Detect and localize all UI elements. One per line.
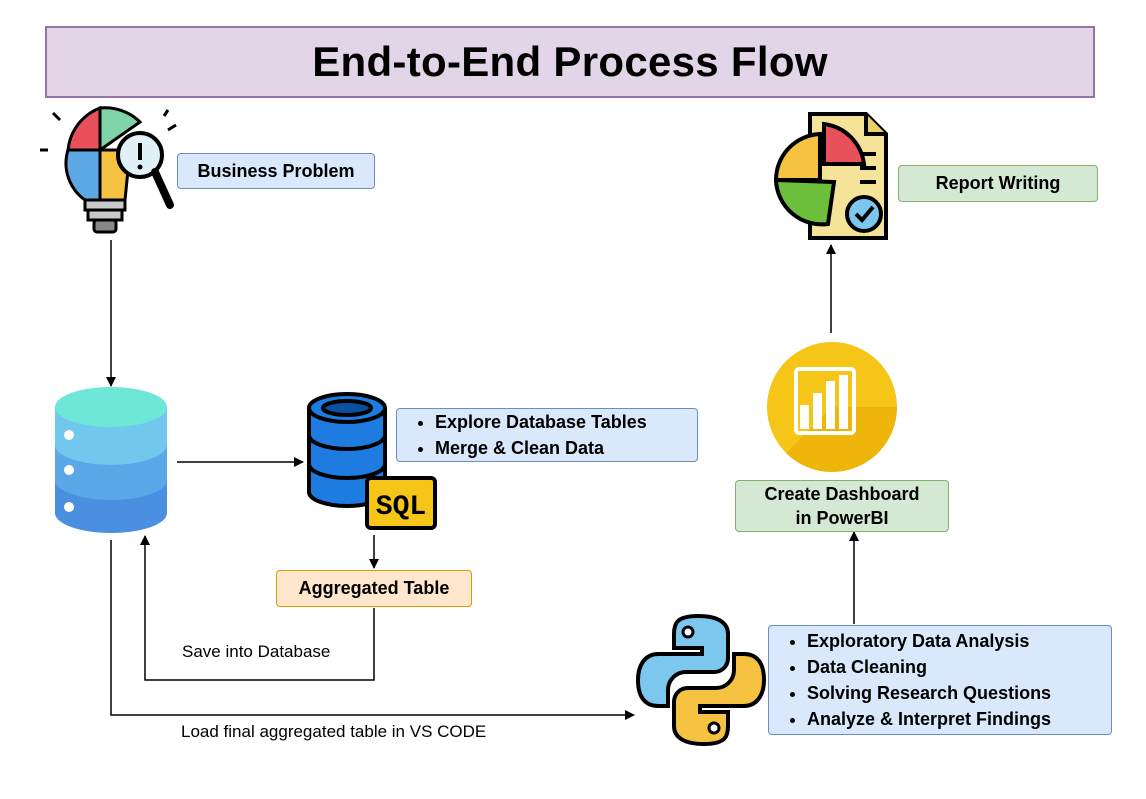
edge-agg-to-db [140, 535, 375, 681]
aggregated-table-label: Aggregated Table [298, 578, 450, 598]
powerbi-icon [767, 342, 897, 473]
python-steps-box: Exploratory Data Analysis Data Cleaning … [768, 625, 1112, 735]
business-problem-label: Business Problem [197, 160, 355, 181]
explore-step: Explore Database Tables [435, 409, 697, 435]
page-title: End-to-End Process Flow [45, 26, 1095, 98]
edge-db-to-python [110, 540, 635, 720]
explore-steps-box: Explore Database Tables Merge & Clean Da… [396, 408, 698, 462]
dashboard-box: Create Dashboard in PowerBI [735, 480, 949, 532]
title-text: End-to-End Process Flow [312, 38, 828, 85]
aggregated-table-box: Aggregated Table [276, 570, 472, 607]
load-vscode-edge-label: Load final aggregated table in VS CODE [181, 722, 487, 741]
business-problem-box: Business Problem [177, 153, 375, 189]
report-icon [773, 112, 888, 240]
lightbulb-puzzle-icon [40, 105, 177, 234]
python-step: Analyze & Interpret Findings [807, 706, 1111, 732]
report-writing-label: Report Writing [935, 173, 1061, 193]
save-db-edge-label: Save into Database [182, 642, 331, 661]
python-step: Exploratory Data Analysis [807, 628, 1111, 654]
python-icon [636, 613, 766, 747]
python-step: Data Cleaning [807, 654, 1111, 680]
dashboard-label: Create Dashboard in PowerBI [764, 484, 920, 528]
sql-label: SQL [376, 492, 426, 523]
sql-database-icon: SQL [307, 392, 437, 530]
python-step: Solving Research Questions [807, 680, 1111, 706]
explore-step: Merge & Clean Data [435, 435, 697, 461]
report-writing-box: Report Writing [898, 165, 1098, 202]
database-icon [55, 387, 167, 533]
